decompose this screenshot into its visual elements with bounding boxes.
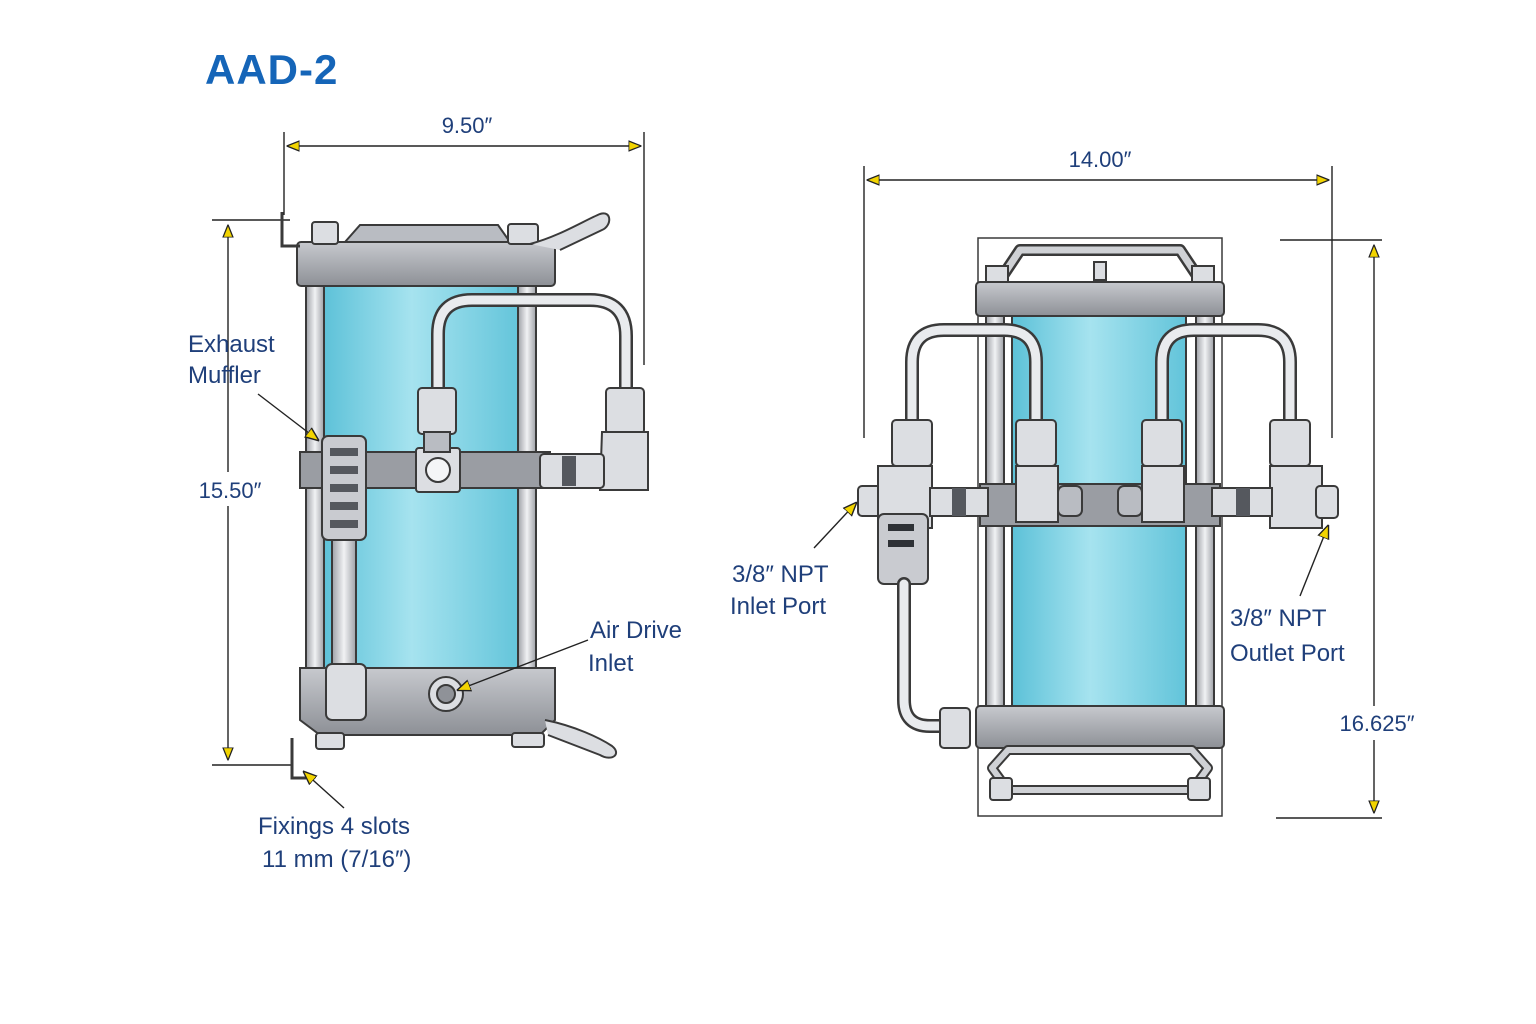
fixings-label-line1: Fixings 4 slots xyxy=(258,813,410,840)
air-drive-label-line2: Inlet xyxy=(588,650,634,677)
inlet-label-line1: 3/8″ NPT xyxy=(732,561,829,588)
right-top-cap xyxy=(975,244,1225,317)
left-top-cap xyxy=(280,212,611,287)
exhaust-leader xyxy=(257,393,318,440)
exhaust-label-line1: Exhaust xyxy=(188,331,275,358)
left-height-dimension: 15.50″ xyxy=(188,219,292,766)
outlet-port-leader xyxy=(1299,526,1328,597)
inlet-label-line2: Inlet Port xyxy=(730,593,826,620)
right-view: 14.00″ 16.625″ xyxy=(730,147,1422,819)
exhaust-label-line2: Muffler xyxy=(188,362,261,389)
right-bottom-cap xyxy=(975,705,1225,801)
exhaust-muffler xyxy=(321,435,367,721)
fixings-leader xyxy=(304,772,345,809)
right-frame-outline xyxy=(977,237,1223,817)
right-loop-tubing xyxy=(891,323,1311,523)
right-width-label: 14.00″ xyxy=(1069,147,1132,172)
outlet-label-line1: 3/8″ NPT xyxy=(1230,605,1327,632)
air-inlet-leader xyxy=(458,639,589,690)
left-loop-tubing xyxy=(417,293,649,491)
left-width-dimension: 9.50″ xyxy=(283,113,645,365)
right-height-label: 16.625″ xyxy=(1339,711,1414,736)
inlet-port-leader xyxy=(813,503,856,549)
diagram-title: AAD-2 xyxy=(205,46,339,93)
right-width-dimension: 14.00″ xyxy=(863,147,1333,438)
left-height-label: 15.50″ xyxy=(199,478,262,503)
left-view: 9.50″ 15.50″ xyxy=(188,113,682,873)
air-drive-label-line1: Air Drive xyxy=(590,617,682,644)
inlet-port-assembly xyxy=(857,465,989,749)
outlet-port-assembly xyxy=(1211,465,1339,529)
left-width-label: 9.50″ xyxy=(442,113,493,138)
right-height-dimension: 16.625″ xyxy=(1276,239,1422,819)
outlet-label-line2: Outlet Port xyxy=(1230,640,1345,667)
fixings-label-line2: 11 mm (7/16″) xyxy=(262,846,411,873)
